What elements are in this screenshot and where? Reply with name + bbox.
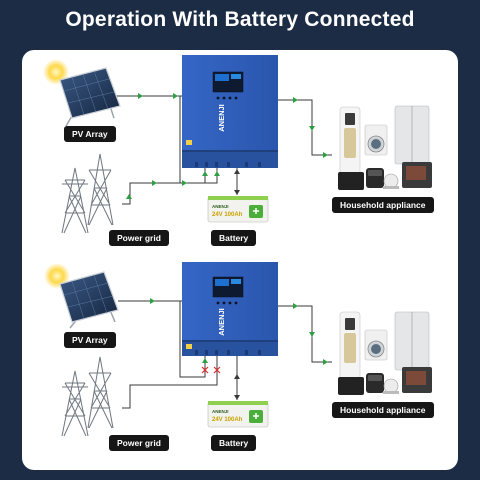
inverter-icon <box>182 262 278 356</box>
inverter-brand: ANENJI <box>217 308 226 336</box>
scenario-1: ANENJI ANENJI 24V 100Ah <box>43 55 432 234</box>
battery-brand: ANENJI <box>212 409 229 414</box>
household-appliance-label: Household appliance <box>332 402 434 418</box>
power-pylon-icon <box>61 153 114 234</box>
battery-label: Battery <box>211 435 257 451</box>
power-grid-label: Power grid <box>109 230 169 246</box>
household-appliance-label: Household appliance <box>332 197 434 213</box>
inverter-brand: ANENJI <box>217 104 226 132</box>
pv-array-label: PV Array <box>64 126 116 142</box>
battery-spec: 24V 100Ah <box>212 417 243 423</box>
pv-array-label: PV Array <box>64 332 116 348</box>
flow-arrows <box>126 93 328 199</box>
battery-label: Battery <box>211 230 257 246</box>
flow-arrows <box>150 298 328 365</box>
battery-link-arrows <box>234 169 240 195</box>
scenario-2: ANENJI ANENJI 24V 100Ah <box>44 262 432 437</box>
household-appliances-icon <box>338 311 432 395</box>
battery-icon <box>207 401 269 428</box>
solar-panel-icon <box>59 271 119 329</box>
power-pylon-icon <box>61 356 114 437</box>
page-title: Operation With Battery Connected <box>65 8 415 31</box>
grid-disconnected-icon <box>201 366 221 374</box>
power-grid-label: Power grid <box>109 435 169 451</box>
battery-icon <box>207 196 269 223</box>
solar-panel-icon <box>59 67 121 127</box>
inverter-icon <box>182 55 278 168</box>
battery-spec: 24V 100Ah <box>212 212 243 218</box>
sun-icon <box>43 59 69 85</box>
battery-link-arrows <box>234 374 240 400</box>
battery-brand: ANENJI <box>212 204 229 209</box>
household-appliances-icon <box>338 105 432 190</box>
